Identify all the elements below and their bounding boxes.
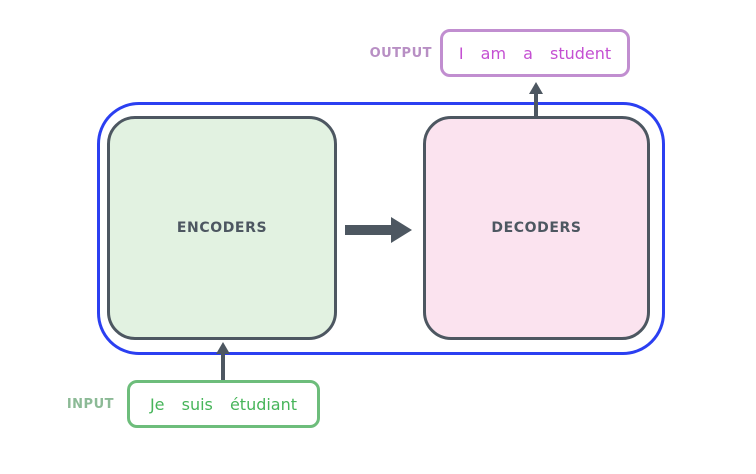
decoders-label: DECODERS <box>491 220 582 236</box>
input-sentence-text: Je suis étudiant <box>149 394 298 414</box>
arrow-head <box>529 82 543 94</box>
encoders-label: ENCODERS <box>176 220 268 236</box>
output-sentence-text: I am a student <box>458 43 612 63</box>
decoders-box: DECODERS <box>423 116 650 340</box>
arrow-head <box>391 217 412 243</box>
input-label: INPUT <box>66 397 114 412</box>
arrow-shaft <box>345 225 392 235</box>
arrow-head <box>216 342 230 354</box>
encoders-box: ENCODERS <box>107 116 337 340</box>
output-label: OUTPUT <box>369 46 432 61</box>
encoders-to-decoders-arrow-icon <box>345 217 412 243</box>
input-sentence-box: Je suis étudiant <box>127 380 320 428</box>
input-to-encoders-arrow-icon <box>216 342 230 380</box>
arrow-shaft <box>221 351 225 380</box>
decoders-to-output-arrow-icon <box>529 82 543 118</box>
arrow-shaft <box>534 91 538 118</box>
output-sentence-box: I am a student <box>440 29 630 77</box>
